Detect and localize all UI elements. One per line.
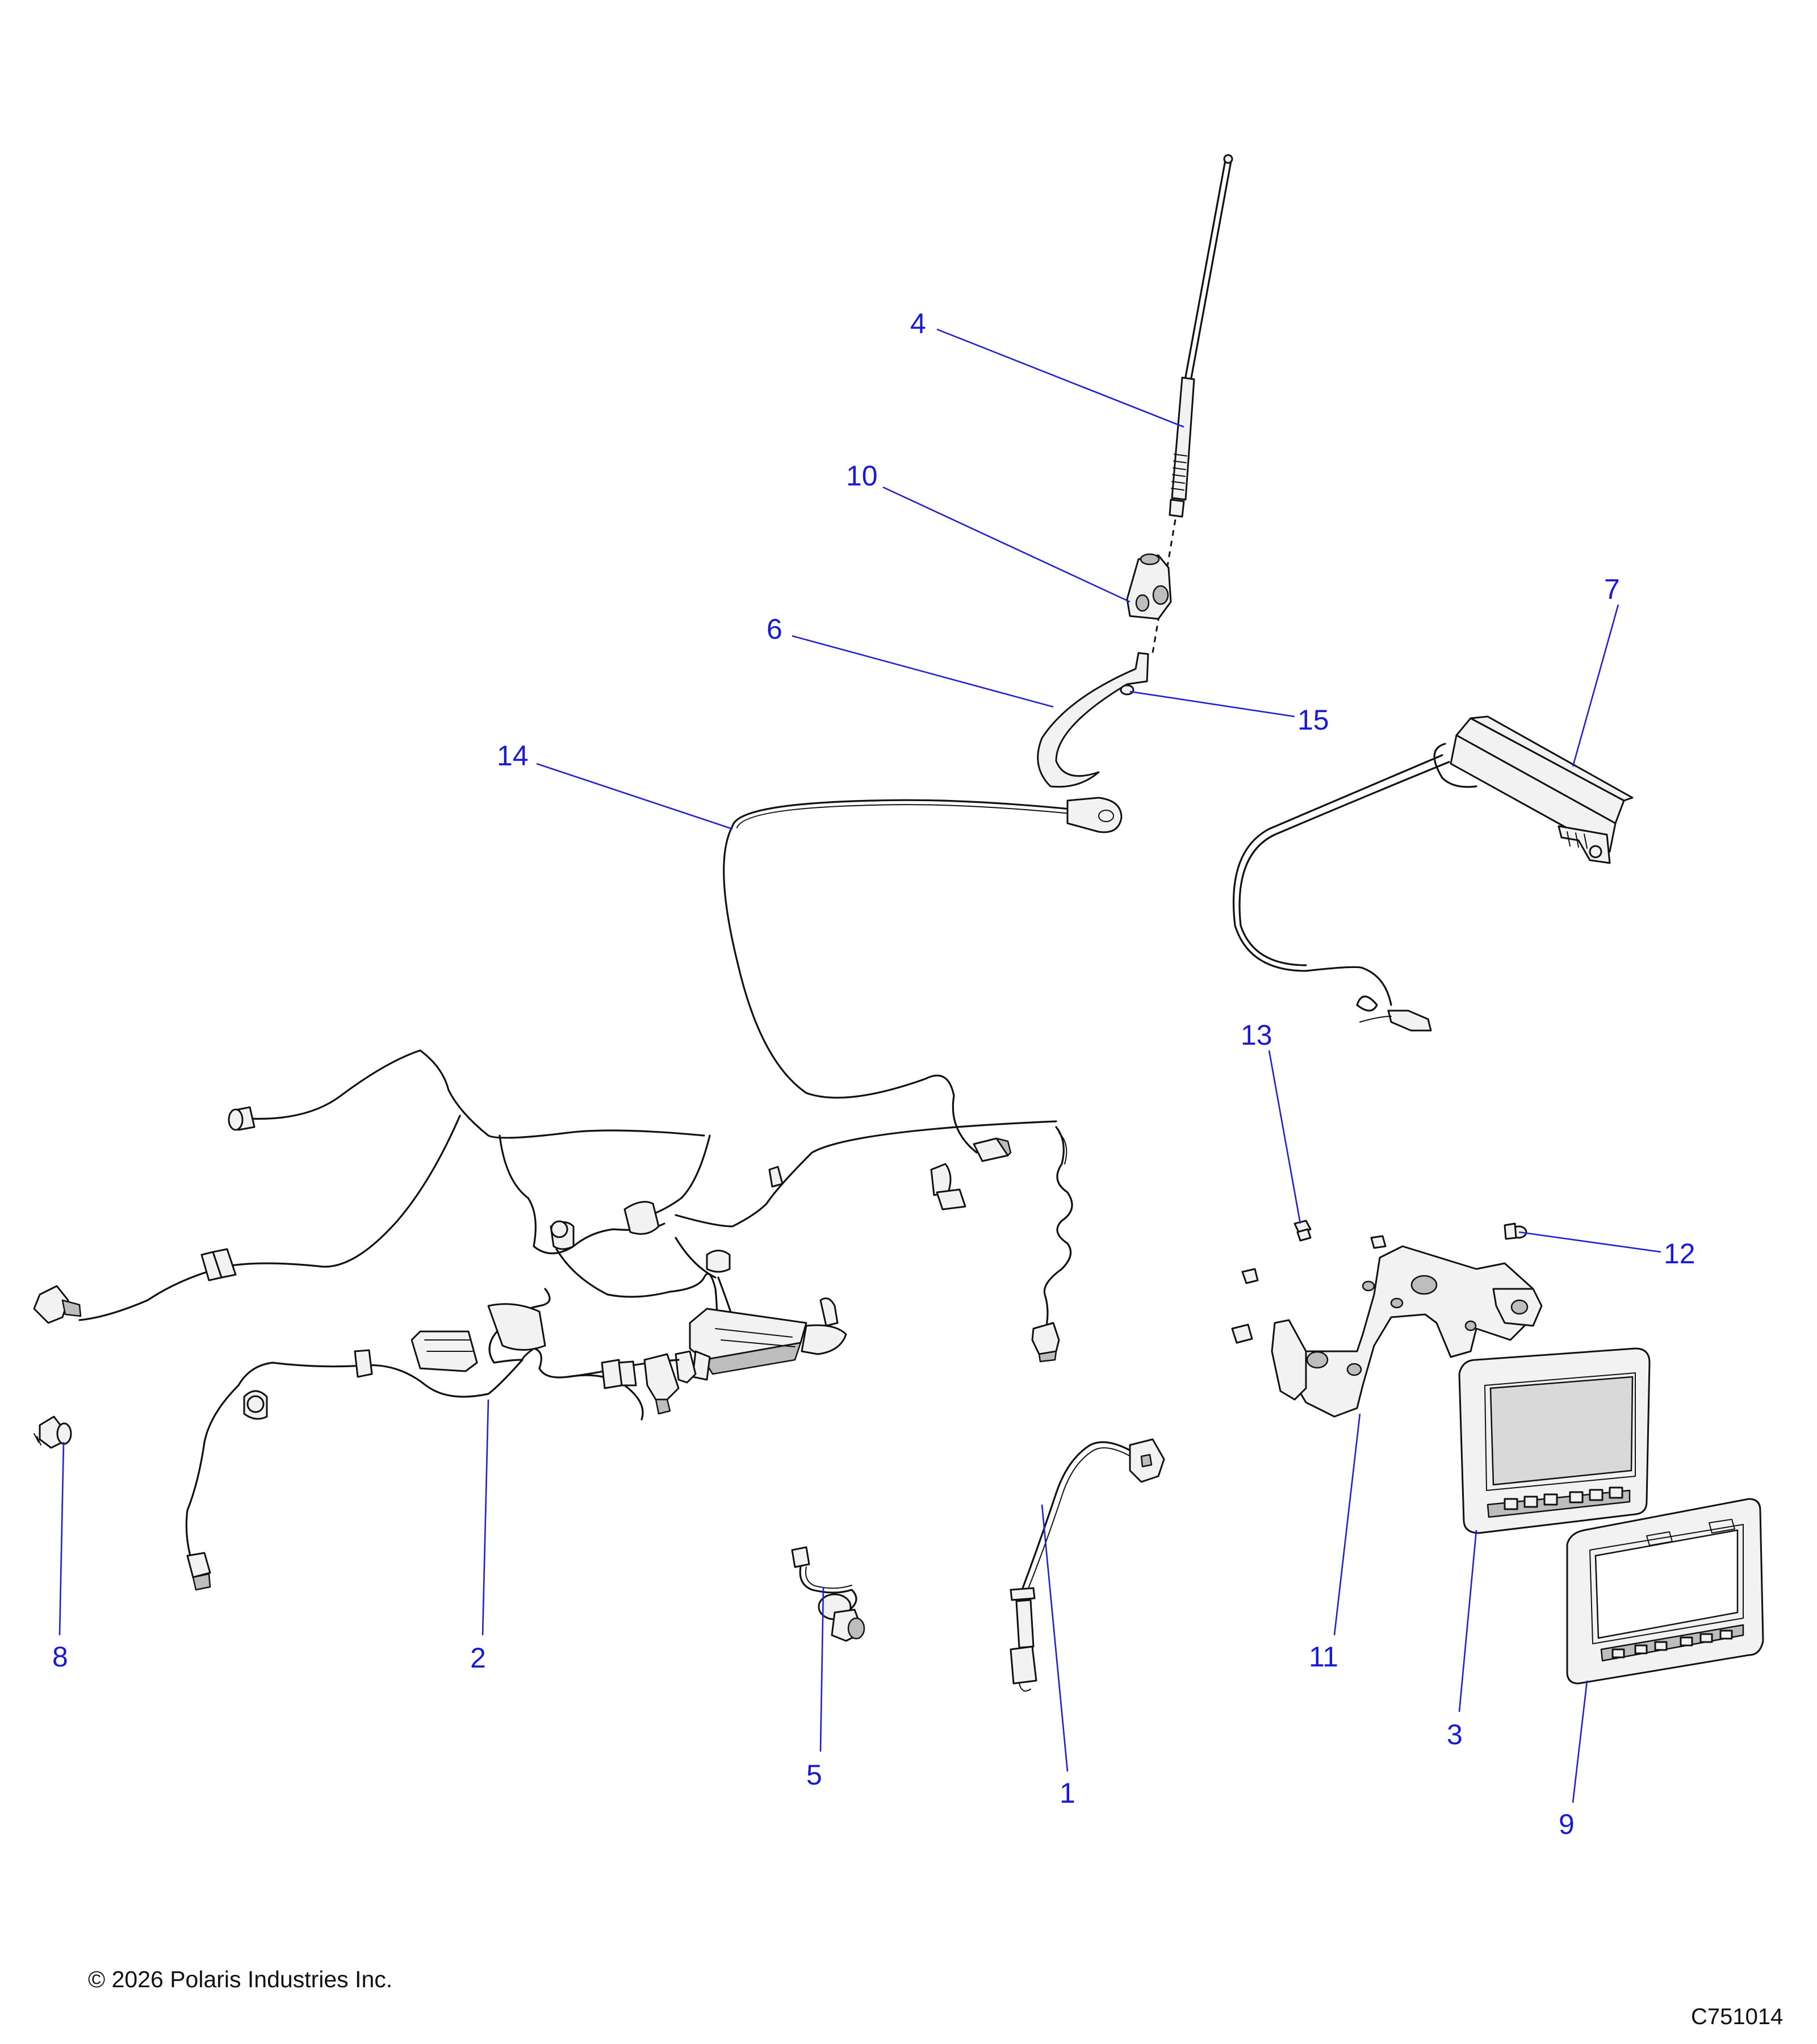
callout-2: 2 xyxy=(470,1642,486,1674)
callout-13: 13 xyxy=(1241,1019,1272,1051)
callout-15: 15 xyxy=(1297,704,1329,736)
part-main-harness[interactable] xyxy=(33,1049,1073,1591)
leader-1 xyxy=(1041,1504,1069,1772)
part-display-bracket[interactable] xyxy=(1271,1245,1543,1418)
part-socket-pigtail[interactable] xyxy=(791,1546,865,1642)
callout-10: 10 xyxy=(846,460,878,492)
part-bolt-13[interactable] xyxy=(1293,1220,1312,1242)
part-display-unit[interactable] xyxy=(1458,1347,1651,1534)
leader-13 xyxy=(1268,1050,1301,1224)
part-antenna-strap[interactable] xyxy=(1037,652,1149,788)
callout-5: 5 xyxy=(806,1759,822,1791)
callout-6: 6 xyxy=(767,613,782,645)
part-bolt-12[interactable] xyxy=(1504,1222,1527,1240)
leader-14 xyxy=(536,763,733,830)
part-sensor-lead[interactable] xyxy=(1010,1438,1165,1692)
leader-4 xyxy=(936,328,1184,428)
part-ground-cable[interactable] xyxy=(723,797,1123,1162)
leader-6 xyxy=(792,635,1054,708)
callout-9: 9 xyxy=(1559,1808,1575,1840)
leader-12 xyxy=(1518,1231,1661,1253)
leader-9 xyxy=(1572,1680,1588,1803)
callout-1: 1 xyxy=(1060,1777,1075,1809)
part-gps-module[interactable] xyxy=(1233,715,1634,1032)
part-display-bezel[interactable] xyxy=(1566,1498,1764,1685)
leader-5 xyxy=(819,1586,824,1752)
callout-3: 3 xyxy=(1447,1719,1463,1750)
part-nut[interactable] xyxy=(1120,684,1134,696)
copyright-text: © 2026 Polaris Industries Inc. xyxy=(88,1966,393,1992)
part-antenna-mount[interactable] xyxy=(1126,553,1172,620)
leader-lines xyxy=(58,328,1661,1803)
leader-11 xyxy=(1333,1413,1361,1636)
leader-7 xyxy=(1572,604,1619,767)
callout-8: 8 xyxy=(52,1641,68,1673)
leader-10 xyxy=(882,486,1131,603)
callout-14: 14 xyxy=(497,740,529,772)
leader-8 xyxy=(58,1442,65,1636)
leader-2 xyxy=(482,1399,489,1636)
callout-12: 12 xyxy=(1664,1238,1695,1270)
bracket-fasteners[interactable] xyxy=(1231,1235,1387,1344)
callout-7: 7 xyxy=(1604,573,1620,605)
part-antenna-whip[interactable] xyxy=(1169,154,1233,518)
part-small-connector[interactable] xyxy=(34,1415,72,1449)
leader-15 xyxy=(1129,690,1295,718)
callout-4: 4 xyxy=(910,308,926,340)
diagram-code: C751014 xyxy=(1691,2004,1783,2029)
leader-3 xyxy=(1458,1530,1477,1712)
callout-labels: 4 10 6 15 7 14 13 12 11 3 9 1 5 2 8 xyxy=(52,308,1695,1840)
callout-11: 11 xyxy=(1309,1641,1338,1673)
